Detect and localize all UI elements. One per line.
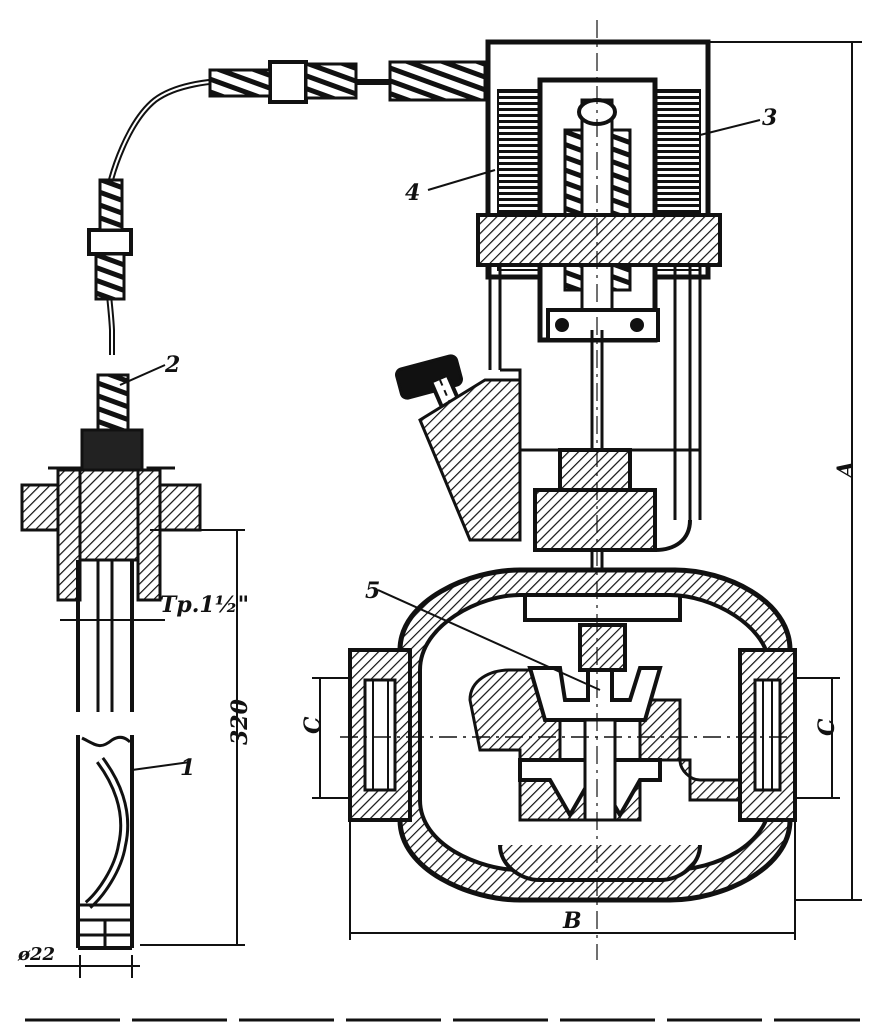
capillary-tube — [100, 77, 275, 355]
label-part-5: 5 — [365, 578, 380, 604]
label-dim-C-left: C — [300, 716, 326, 734]
top-coupling-nut — [268, 60, 308, 104]
leader-part-3 — [699, 119, 761, 136]
label-dim-320: 320 — [227, 698, 253, 745]
leader-part-2 — [119, 364, 166, 386]
outlet-flange — [738, 648, 797, 822]
left-dimensions — [25, 364, 245, 978]
label-dim-B: B — [562, 908, 582, 934]
label-dim-diameter: ø22 — [17, 944, 55, 965]
label-part-3: 3 — [762, 105, 777, 131]
leader-part-1 — [131, 761, 191, 771]
adjusting-handle[interactable] — [395, 354, 522, 542]
label-part-2: 2 — [164, 352, 180, 378]
label-dim-thread: Тр.1½" — [160, 592, 249, 618]
label-dim-A: A — [833, 461, 859, 480]
valve-plug-upper — [527, 666, 663, 722]
label-part-1: 1 — [180, 755, 195, 781]
label-part-4: 4 — [405, 180, 420, 206]
actuator-head — [476, 39, 722, 650]
gland-stem — [96, 373, 130, 437]
leader-part-5 — [377, 589, 601, 691]
valve-body — [340, 20, 800, 960]
leader-part-4 — [427, 169, 496, 191]
capillary-coupling-nut — [87, 228, 133, 256]
inlet-flange — [348, 648, 412, 822]
label-dim-C-right: C — [814, 718, 840, 736]
valve-dimensions — [312, 41, 862, 940]
sensor-assembly — [20, 60, 487, 950]
